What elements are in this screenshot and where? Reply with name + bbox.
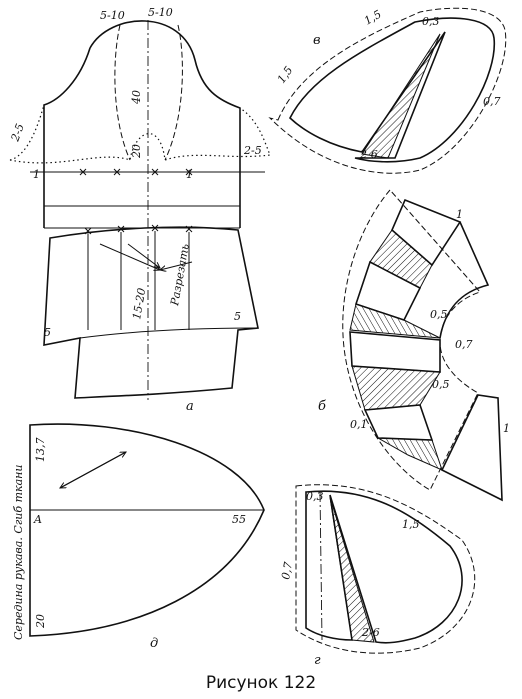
label-g-26: 2-6 <box>361 626 380 639</box>
label-v-03: 0,3 <box>422 15 440 28</box>
panel-v-hatch <box>361 33 441 159</box>
panel-v: 1,5 1,5 0,3 0,7 2-6 в <box>268 7 507 174</box>
label-a-cut-text: Разрезать <box>168 243 192 308</box>
panel-g-hatch <box>329 496 375 643</box>
label-a-top-right: 5-10 <box>148 6 173 19</box>
label-g-07: 0,7 <box>279 561 295 580</box>
label-a-center-top: 40 <box>130 90 143 105</box>
panel-d: Середина рукава. Сгиб ткани 13,7 A 55 20… <box>12 423 265 651</box>
label-d-vertical: Середина рукава. Сгиб ткани <box>12 465 25 641</box>
panel-letter-g: г <box>314 653 321 668</box>
label-a-line1-right: 1 <box>186 168 193 181</box>
label-v-tl: 1,5 <box>275 64 296 86</box>
skirt-outline <box>43 226 259 399</box>
label-b-07: 0,7 <box>455 338 473 351</box>
panel-v-dashed <box>268 7 507 174</box>
label-d-55: 55 <box>232 513 246 526</box>
label-b-05-upper: 0,5 <box>430 308 448 321</box>
panel-letter-d: д <box>150 636 158 651</box>
sleeve-dash-right <box>164 24 183 161</box>
label-g-03: 0,3 <box>306 490 324 503</box>
label-a-bottom-right: 5 <box>234 310 241 323</box>
crosses-row-1 <box>79 168 193 176</box>
panel-b: 1 1 0,5 0,7 0,5 0,1 б <box>318 189 510 502</box>
crosses-row-2 <box>84 224 193 235</box>
label-b-top-1: 1 <box>456 208 463 221</box>
panel-g-outline <box>305 490 463 644</box>
armhole-dotted-left <box>9 104 271 164</box>
label-a-bottom-center: 15-20 <box>130 287 148 320</box>
panel-letter-v: в <box>313 33 321 48</box>
panel-d-outline <box>29 423 265 637</box>
label-v-26: 2-6 <box>359 148 378 161</box>
sleeve-dash-left <box>114 24 131 161</box>
label-a-bottom-left: 5 <box>44 326 51 339</box>
label-v-top: 1,5 <box>362 8 384 28</box>
panel-v-outline <box>289 17 496 163</box>
label-d-20: 20 <box>34 614 47 629</box>
label-v-07: 0,7 <box>483 95 501 108</box>
label-d-a: A <box>33 513 42 526</box>
bodice-outline <box>43 20 241 228</box>
label-a-top-left: 5-10 <box>100 9 125 22</box>
panel-letter-b: б <box>318 399 326 414</box>
figure-caption: Рисунок 122 <box>206 673 316 693</box>
label-a-line1-left: 1 <box>33 168 40 181</box>
fan-segments <box>349 198 503 502</box>
panel-g: 0,3 1,5 0,7 2-6 г <box>279 484 476 668</box>
label-a-center-mid: 20 <box>130 144 143 159</box>
panel-g-dashed <box>295 484 476 654</box>
panel-letter-a: а <box>186 399 194 414</box>
cut-lines <box>87 231 190 330</box>
panel-a: 5-10 5-10 40 20 2-5 2-5 1 1 15-20 Разрез… <box>8 6 271 414</box>
label-b-05-lower: 0,5 <box>432 378 450 391</box>
label-g-15: 1,5 <box>402 518 420 531</box>
cut-arrows <box>99 243 193 270</box>
label-b-bottom-1: 1 <box>503 422 510 435</box>
label-b-01: 0,1 <box>350 418 368 431</box>
label-d-137: 13,7 <box>34 438 47 463</box>
label-a-side-right: 2-5 <box>243 144 262 157</box>
label-a-side-left: 2-5 <box>8 122 27 144</box>
